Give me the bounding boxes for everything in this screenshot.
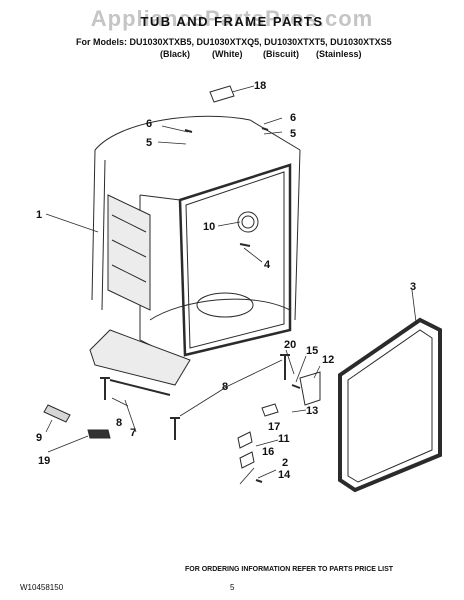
tub-front-frame-inner (185, 171, 285, 349)
leveling-leg-front (170, 417, 180, 440)
callout-6-left: 6 (146, 118, 152, 130)
tub-back-top (94, 115, 301, 151)
callout-18: 18 (254, 80, 266, 92)
callout-3: 3 (410, 281, 416, 293)
callout-20: 20 (284, 339, 296, 351)
tub-left-wall (91, 149, 96, 301)
vent-coil (237, 211, 259, 233)
hinge-bracket (237, 431, 253, 449)
callout-1: 1 (36, 209, 42, 221)
color-black: (Black) (160, 49, 191, 59)
tub-right-wall (294, 149, 301, 321)
color-stainless: (Stainless) (316, 49, 362, 59)
tub-top-edge (139, 194, 181, 201)
callout-15: 15 (306, 345, 318, 357)
tub-front-frame (178, 163, 292, 357)
callout-6-right: 6 (290, 112, 296, 124)
callout-leaders (45, 85, 417, 485)
side-bracket (107, 194, 151, 311)
callout-13: 13 (306, 405, 318, 417)
callout-16: 16 (262, 446, 274, 458)
callout-8-main: 8 (222, 381, 228, 393)
callout-5-left: 5 (146, 137, 152, 149)
models-list: DU1030XTXB5, DU1030XTXQ5, DU1030XTXT5, D… (129, 37, 392, 47)
foot-pad (43, 404, 71, 423)
models-line: For Models: DU1030XTXB5, DU1030XTXQ5, DU… (76, 37, 392, 47)
callout-17: 17 (268, 421, 280, 433)
callout-9: 9 (36, 432, 42, 444)
callout-19: 19 (38, 455, 50, 467)
tub-sump (196, 292, 254, 318)
diagram-title: TUB AND FRAME PARTS (140, 14, 324, 29)
document-number: W10458150 (20, 583, 64, 592)
mounting-bracket (299, 371, 321, 406)
color-white: (White) (212, 49, 243, 59)
leg-extension (87, 429, 111, 439)
models-prefix: For Models: (76, 37, 127, 47)
callout-2: 2 (282, 457, 288, 469)
callout-10: 10 (203, 221, 215, 233)
top-bracket (209, 85, 235, 103)
leveling-leg-left (100, 377, 110, 400)
door-gasket (338, 317, 442, 493)
callout-12: 12 (322, 354, 334, 366)
callout-4: 4 (264, 259, 271, 271)
tub-floor (149, 298, 291, 321)
leveling-leg-right (280, 354, 290, 380)
callout-14: 14 (278, 469, 291, 481)
base-frame (89, 329, 191, 386)
callout-8-left: 8 (116, 417, 122, 429)
tub-left-wall-inner (101, 159, 106, 311)
ordering-note: FOR ORDERING INFORMATION REFER TO PARTS … (185, 566, 394, 573)
callout-7: 7 (130, 427, 136, 439)
page-number: 5 (230, 583, 235, 592)
clip (261, 403, 279, 417)
hinge-bracket-lower (239, 451, 255, 469)
watermark: AppliancePartsPros.com (90, 6, 374, 31)
callout-numbers: 1 2 3 4 5 5 6 6 7 8 8 9 10 11 12 13 14 1… (36, 80, 416, 481)
color-biscuit: (Biscuit) (263, 49, 299, 59)
callout-11: 11 (278, 433, 290, 445)
callout-5-right: 5 (290, 128, 296, 140)
